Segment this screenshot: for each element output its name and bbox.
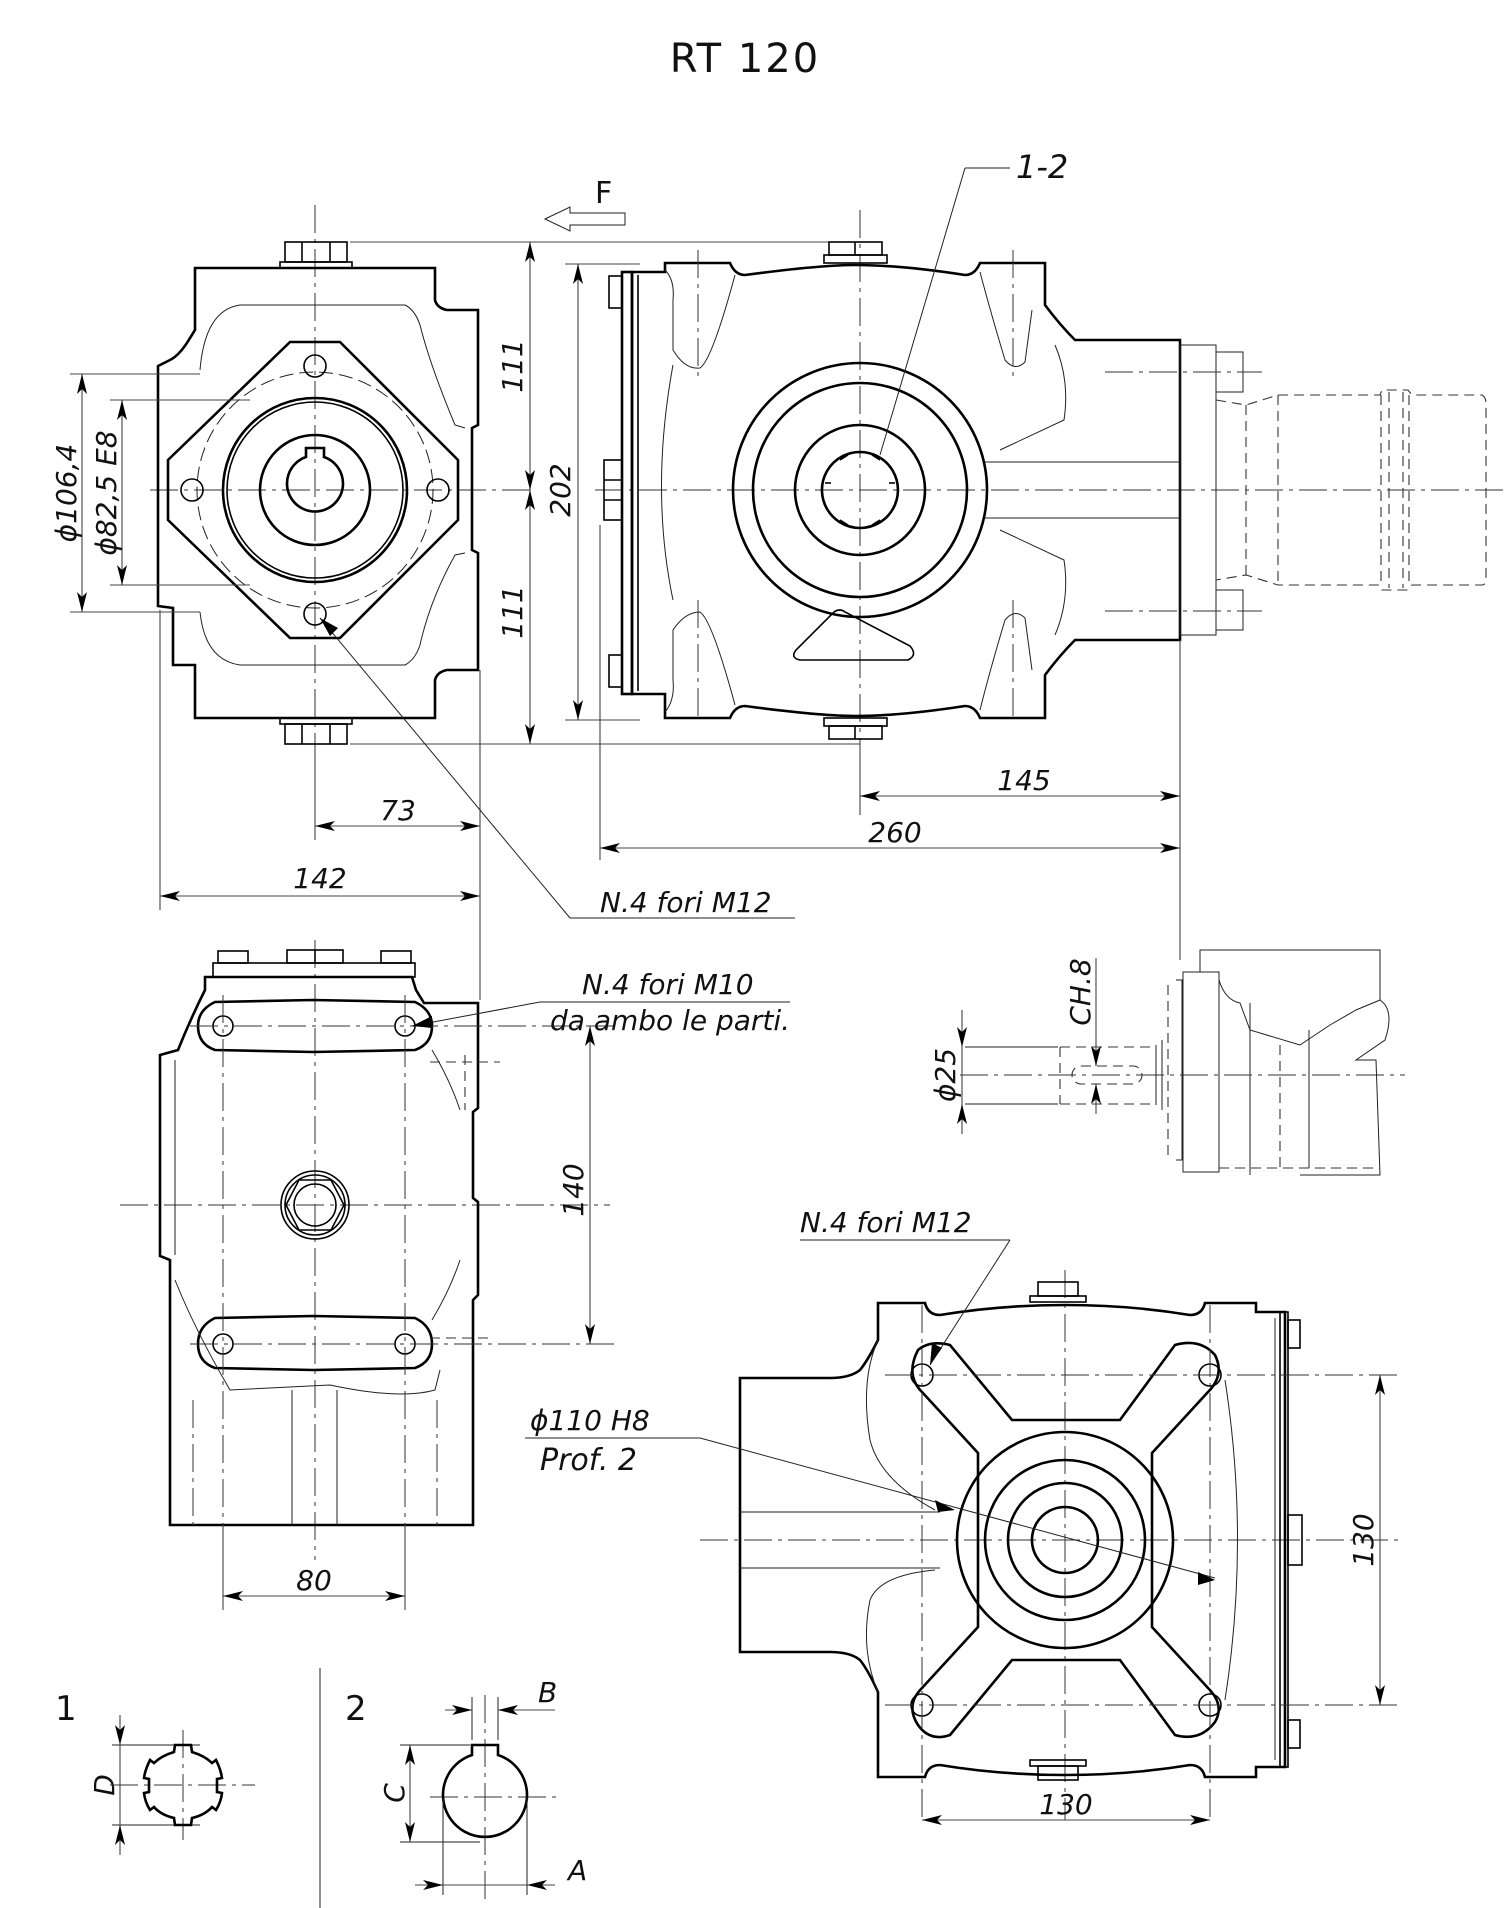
- dim-shaft-offset-145: 145: [997, 764, 1050, 797]
- detail-2-dim-c: C: [378, 1783, 411, 1803]
- dim-offset-73: 73: [380, 794, 416, 827]
- detail-2-keyed-shaft: 2 B C A: [345, 1676, 587, 1900]
- dim-hole-spacing-80: 80: [296, 1564, 332, 1597]
- detail-1-spline: 1 D: [55, 1689, 255, 1855]
- direction-label-f: F: [595, 176, 614, 211]
- dimensions-top-left: ϕ106,4 ϕ82,5 E8 111 111 202 73 142 N.4 f…: [50, 241, 860, 1000]
- detail-2-number: 2: [345, 1689, 367, 1729]
- detail-1-dim-d: D: [88, 1774, 121, 1796]
- callout-bore-line2: Prof. 2: [540, 1443, 637, 1478]
- callout-holes-side-view-line1: N.4 fori M10: [582, 968, 754, 1001]
- dim-upper-111: 111: [496, 339, 529, 392]
- dim-total-202: 202: [544, 463, 577, 516]
- callout-shaft-detail-ref: 1-2: [1016, 148, 1068, 186]
- dim-flange-holes-130-horizontal: 130: [1039, 1788, 1092, 1821]
- view-lower-right-front: 130 130 N.4 fori M12 ϕ110 H8 Prof. 2: [525, 1206, 1400, 1825]
- view-shaft-detail: ϕ25 CH.8: [929, 949, 1405, 1176]
- dim-key-width: CH.8: [1064, 958, 1097, 1025]
- view-top-right-side: F: [543, 148, 1505, 960]
- callout-holes-front-view: N.4 fori M12: [800, 1206, 972, 1239]
- view-middle-left-top: 140 80 N.4 fori M10 da ambo le parti.: [120, 940, 790, 1610]
- callout-holes-side-view-line2: da ambo le parti.: [550, 1004, 790, 1037]
- dim-length-260: 260: [868, 816, 921, 849]
- detail-2-dim-b: B: [538, 1676, 557, 1709]
- dim-shaft-diameter: ϕ25: [929, 1048, 962, 1102]
- dim-hole-spacing-140: 140: [557, 1163, 590, 1216]
- callout-bore-line1: ϕ110 H8: [530, 1404, 650, 1437]
- view-top-left-flange: [150, 205, 530, 780]
- drawing-title: RT 120: [670, 36, 820, 82]
- detail-1-number: 1: [55, 1689, 77, 1729]
- dim-width-142: 142: [293, 862, 346, 895]
- dim-flange-outer-diameter: ϕ106,4: [50, 444, 83, 543]
- detail-2-dim-a: A: [566, 1854, 587, 1887]
- callout-holes-top-view: N.4 fori M12: [600, 886, 772, 919]
- dim-lower-111: 111: [496, 585, 529, 638]
- dim-flange-holes-130-vertical: 130: [1347, 1513, 1380, 1566]
- dim-flange-pilot-diameter: ϕ82,5 E8: [90, 430, 123, 555]
